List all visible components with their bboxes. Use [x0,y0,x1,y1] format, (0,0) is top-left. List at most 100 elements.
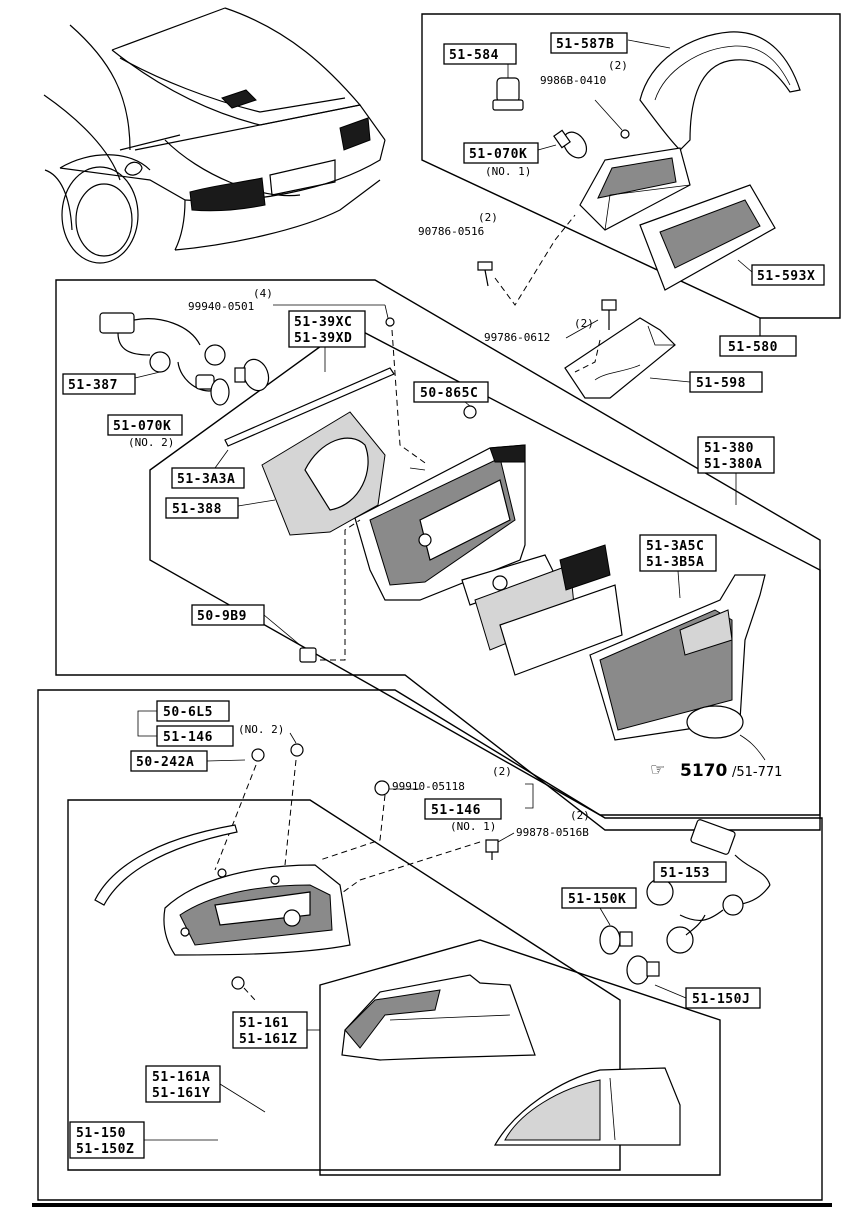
lower-lamp-lens [493,1067,681,1146]
bulb-socket [492,62,524,111]
label-50-6l5: 50-6L5 [163,705,213,720]
rear-outer-lens [589,574,766,741]
label-51-598: 51-598 [696,376,746,391]
reflector-assembly [461,544,623,676]
label-51-150j: 51-150J [692,992,750,1007]
gasket-strip [224,367,395,447]
callout-51-584: 51-584 [443,43,517,65]
reference-number: 5170 [680,761,727,781]
label-51-153: 51-153 [660,866,710,881]
callout-50-242a: 50-242A [130,750,208,772]
label-51-146: 51-146 [431,803,481,818]
label-51-387: 51-387 [68,378,118,393]
pointing-hand-icon: ☞ [650,760,665,780]
panel-high-mount-stop-lamp [421,13,841,338]
callout-51-146-no2: 51-146 [156,725,234,747]
callout-51-150: 51-150 51-150Z [69,1121,145,1159]
label-51-3a3a: 51-3A3A [177,472,235,487]
callout-51-580: 51-580 [719,335,797,357]
clip-screw [231,976,256,1001]
callout-51-146-no1: 51-146 [424,798,502,820]
lamp-gasket [261,411,386,536]
callout-51-153: 51-153 [653,861,727,883]
wedge-bulb [537,129,588,159]
label-51-070k: 51-070K [113,419,171,434]
no1-label: (NO. 1) [450,820,496,833]
mounting-bracket [564,317,676,399]
callout-51-161a: 51-161A 51-161Y [145,1065,221,1103]
callout-51-3a5c: 51-3A5C 51-3B5A [639,534,717,572]
screw-9986b [594,99,630,139]
bulb-51-070k-no2 [210,378,230,406]
callout-51-161: 51-161 51-161Z [232,1011,308,1049]
label-90786-0516: 90786-0516 [418,225,484,238]
reference-page: /51-771 [732,765,782,780]
callout-51-3a3a: 51-3A3A [171,467,245,489]
label-50-865c: 50-865C [420,386,478,401]
callout-51-598: 51-598 [689,371,763,393]
callout-51-387: 51-387 [62,373,136,395]
label-51-150z: 51-150Z [76,1142,134,1157]
label-51-580: 51-580 [728,340,778,355]
qty-label: (2) [570,809,590,822]
bulb-51-150j [626,955,660,985]
label-51-587b: 51-587B [556,37,614,52]
label-51-161z: 51-161Z [239,1032,297,1047]
callout-51-593x: 51-593X [751,264,825,286]
bottom-rule [32,1203,832,1207]
label-51-161y: 51-161Y [152,1086,210,1101]
qty-label: (2) [492,765,512,778]
wiring-harness [99,312,226,392]
bulb-51-150k [599,925,633,955]
callout-50-9b9: 50-9B9 [191,604,265,626]
label-51-161: 51-161 [239,1016,289,1031]
socket-harness [646,819,771,954]
upper-lamp-lens [341,974,536,1061]
screw-99786 [574,299,617,373]
label-99910-05118: 99910-05118 [392,780,465,793]
label-51-070k: 51-070K [469,147,527,162]
qty-label: (2) [478,211,498,224]
stop-lamp-cover [627,31,801,151]
reference-note: ☞ 5170 /51-771 [650,734,782,781]
label-51-584: 51-584 [449,48,499,63]
label-51-593x: 51-593X [757,269,815,284]
label-51-39xc: 51-39XC [294,315,352,330]
sealing-strip [94,824,238,906]
callout-51-070k-no2: 51-070K [107,414,183,436]
stop-bulb [234,358,270,392]
label-51-3a5c: 51-3A5C [646,539,704,554]
label-50-9b9: 50-9B9 [197,609,247,624]
callout-51-380: 51-380 51-380A [697,436,775,474]
car-rear-illustration [43,7,386,264]
label-9986b-0410: 9986B-0410 [540,74,606,87]
no2-label: (NO. 2) [238,723,284,736]
label-51-146: 51-146 [163,730,213,745]
screw-99878 [485,832,515,860]
bolt-90786 [477,214,576,306]
label-51-161a: 51-161A [152,1070,210,1085]
label-51-39xd: 51-39XD [294,331,352,346]
qty-label: (2) [608,59,628,72]
label-51-150k: 51-150K [568,892,626,907]
label-51-150: 51-150 [76,1126,126,1141]
callout-51-150k: 51-150K [561,887,637,909]
callout-51-388: 51-388 [165,497,239,519]
side-marker-housing [163,864,351,956]
label-50-242a: 50-242A [136,755,194,770]
callout-51-587b: 51-587B [550,32,628,54]
callout-50-6l5: 50-6L5 [156,700,230,722]
qty-label: (2) [574,317,594,330]
callout-50-865c: 50-865C [413,381,489,403]
rear-lamp-housing [354,444,526,601]
stop-lamp-housing [579,147,691,231]
qty-label: (4) [253,287,273,300]
label-99878-0516b: 99878-0516B [516,826,589,839]
label-99786-0612: 99786-0612 [484,331,550,344]
label-51-388: 51-388 [172,502,222,517]
label-51-380: 51-380 [704,441,754,456]
callout-51-070k-no1: 51-070K [463,142,539,164]
no2-label: (NO. 2) [128,436,174,449]
label-99940-0501: 99940-0501 [188,300,254,313]
